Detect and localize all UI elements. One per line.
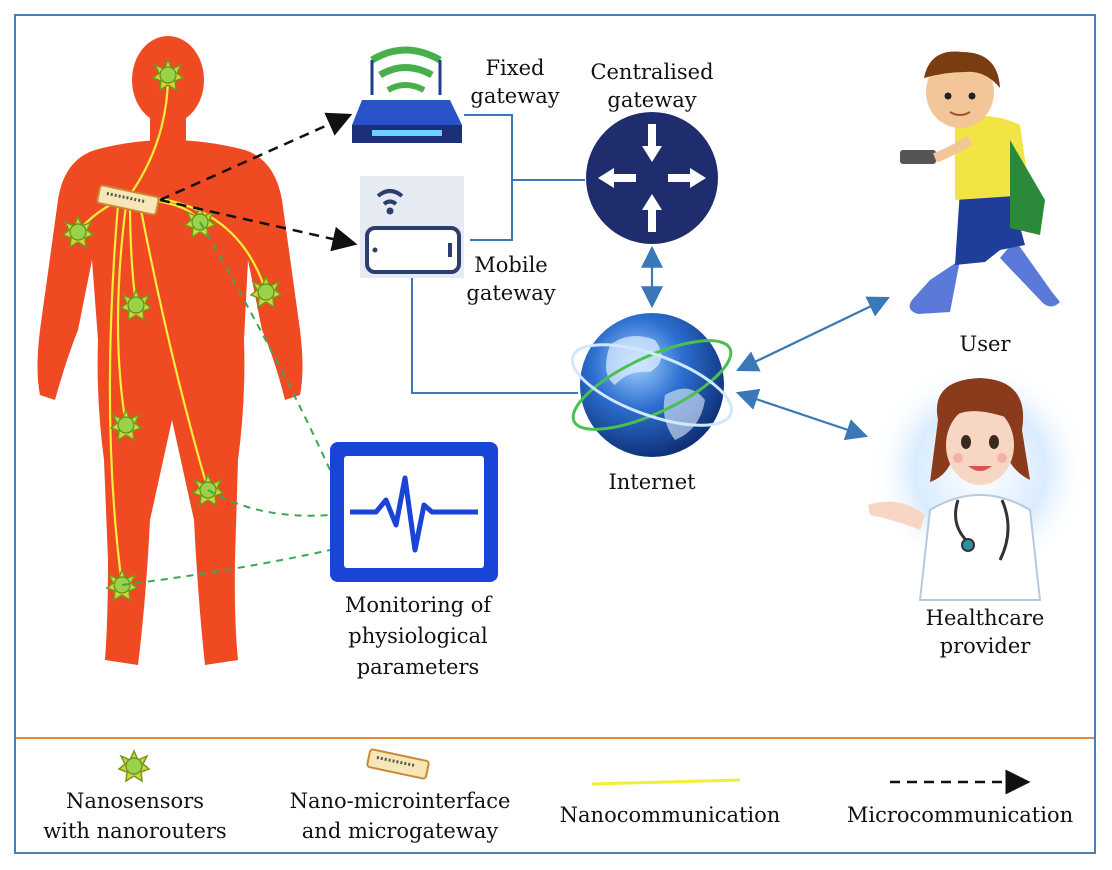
legend-nanocommunication-label: Nanocommunication	[559, 803, 781, 827]
ecg-monitor-icon	[330, 442, 498, 582]
centralised-gateway-line-2: gateway	[607, 88, 697, 112]
human-body-icon	[37, 36, 303, 665]
legend-nanosensor-icon	[118, 750, 150, 782]
legend-nanosensors-line-1: Nanosensors	[65, 789, 205, 813]
user-label: User	[959, 332, 1011, 356]
legend-nano-interface-label: Nano-microinterface and microgateway	[270, 786, 530, 846]
monitoring-line-1: Monitoring of	[344, 593, 492, 617]
centralised-gateway-line-1: Centralised	[590, 60, 714, 84]
diagram-frame	[14, 14, 1096, 854]
monitoring-label: Monitoring of physiological parameters	[318, 590, 518, 683]
fixed-gateway-line-1: Fixed	[485, 56, 545, 80]
internet-user-arrow	[736, 296, 890, 372]
wifi-router-icon	[352, 46, 462, 143]
internet-label: Internet	[608, 470, 696, 494]
micro-arrow-fixed	[159, 112, 353, 202]
legend-nano-interface-line-1: Nano-microinterface	[289, 789, 511, 813]
legend-nanosensors-label: Nanosensors with nanorouters	[30, 786, 240, 846]
legend-microcommunication-label: Microcommunication	[846, 803, 1074, 827]
mobile-phone-icon	[360, 176, 464, 278]
healthcare-provider-line-1: Healthcare	[925, 606, 1045, 630]
monitor-links	[121, 221, 331, 586]
healthcare-provider-line-2: provider	[939, 634, 1031, 658]
legend-nanocommunication-line	[591, 778, 741, 786]
mobile-gateway-label: Mobile gateway	[456, 251, 566, 307]
walking-user-icon	[900, 51, 1060, 314]
globe-icon	[570, 313, 734, 457]
central-router-icon	[586, 112, 718, 244]
legend-nano-interface-line-2: and microgateway	[301, 819, 499, 843]
legend-nano-interface-icon	[366, 748, 430, 780]
healthcare-provider-label: Healthcare provider	[900, 604, 1070, 660]
internet-provider-arrow	[735, 388, 869, 441]
fixed-gateway-line-2: gateway	[470, 84, 560, 108]
fixed-gateway-label: Fixed gateway	[460, 54, 570, 110]
monitoring-line-3: parameters	[356, 655, 480, 679]
mobile-gateway-line-2: gateway	[466, 281, 556, 305]
healthcare-provider-icon	[868, 360, 1090, 601]
network-links	[411, 114, 585, 394]
monitoring-line-2: physiological	[348, 624, 488, 648]
legend-nanosensors-line-2: with nanorouters	[43, 819, 227, 843]
centralised-gateway-label: Centralised gateway	[572, 58, 732, 114]
mobile-gateway-line-1: Mobile	[474, 253, 548, 277]
nano-microinterface-icon	[96, 184, 160, 216]
